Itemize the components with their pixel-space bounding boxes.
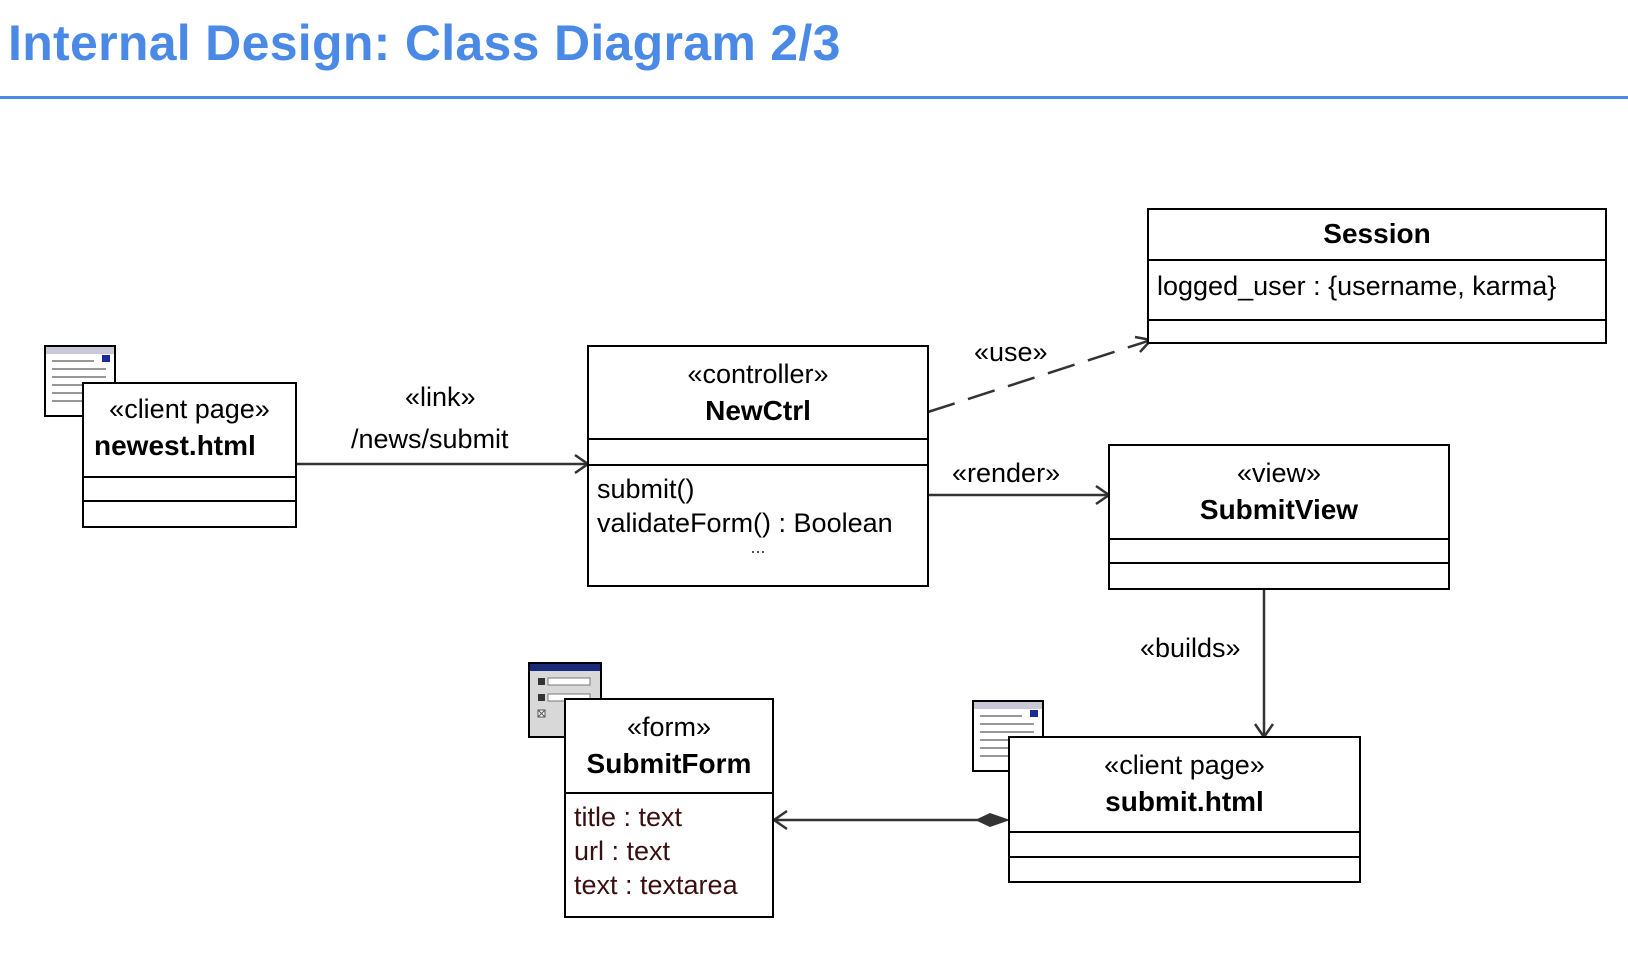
class-submitview: «view» SubmitView <box>1108 444 1450 590</box>
title-underline <box>0 96 1628 99</box>
attribute: title : text <box>574 802 683 832</box>
attribute: url : text <box>574 836 671 866</box>
operations-compartment <box>1110 564 1448 588</box>
link-stereotype-label: «link» <box>405 382 476 412</box>
use-connector <box>927 338 1152 414</box>
attributes-compartment <box>589 440 927 466</box>
class-name: submit.html <box>1105 786 1264 817</box>
operation: validateForm() : Boolean <box>597 508 893 538</box>
class-stereotype: «view» <box>1236 458 1322 488</box>
class-name: newest.html <box>94 430 256 461</box>
class-newctrl: «controller» NewCtrl submit() validateFo… <box>587 345 929 587</box>
operations-compartment <box>1010 858 1359 881</box>
attribute: text : textarea <box>574 870 738 900</box>
operations-compartment: submit() validateForm() : Boolean ... <box>589 466 927 557</box>
class-stereotype: «form» <box>626 712 712 742</box>
class-stereotype: «controller» <box>687 359 829 389</box>
attributes-compartment <box>1110 540 1448 564</box>
attributes-compartment: logged_user : {username, karma} <box>1149 261 1605 321</box>
class-submitform: «form» SubmitForm title : text url : tex… <box>564 698 774 918</box>
operations-compartment <box>1149 321 1605 342</box>
operation: submit() <box>597 474 695 504</box>
class-submit-html: «client page» submit.html <box>1008 736 1361 883</box>
class-stereotype: «client page» <box>109 394 270 424</box>
operations-compartment <box>84 502 295 526</box>
class-name: NewCtrl <box>705 395 811 426</box>
more-operations: ... <box>750 537 766 557</box>
attribute: logged_user : {username, karma} <box>1157 271 1557 301</box>
link-path-label: /news/submit <box>351 424 509 454</box>
attributes-compartment: title : text url : text text : textarea <box>566 794 772 902</box>
slide-title: Internal Design: Class Diagram 2/3 <box>8 15 841 71</box>
class-name: Session <box>1323 218 1431 249</box>
class-stereotype: «client page» <box>1104 750 1265 780</box>
attributes-compartment <box>1010 833 1359 858</box>
composition-arrowhead <box>771 809 788 831</box>
class-name: SubmitForm <box>586 748 752 779</box>
class-session: Session logged_user : {username, karma} <box>1147 208 1607 344</box>
composition-diamond <box>975 813 1010 827</box>
attributes-compartment <box>84 478 295 502</box>
class-newest-html: «client page» newest.html <box>82 382 297 528</box>
use-label: «use» <box>974 337 1048 367</box>
class-name: SubmitView <box>1199 494 1359 525</box>
builds-label: «builds» <box>1140 633 1241 663</box>
render-label: «render» <box>952 458 1061 488</box>
